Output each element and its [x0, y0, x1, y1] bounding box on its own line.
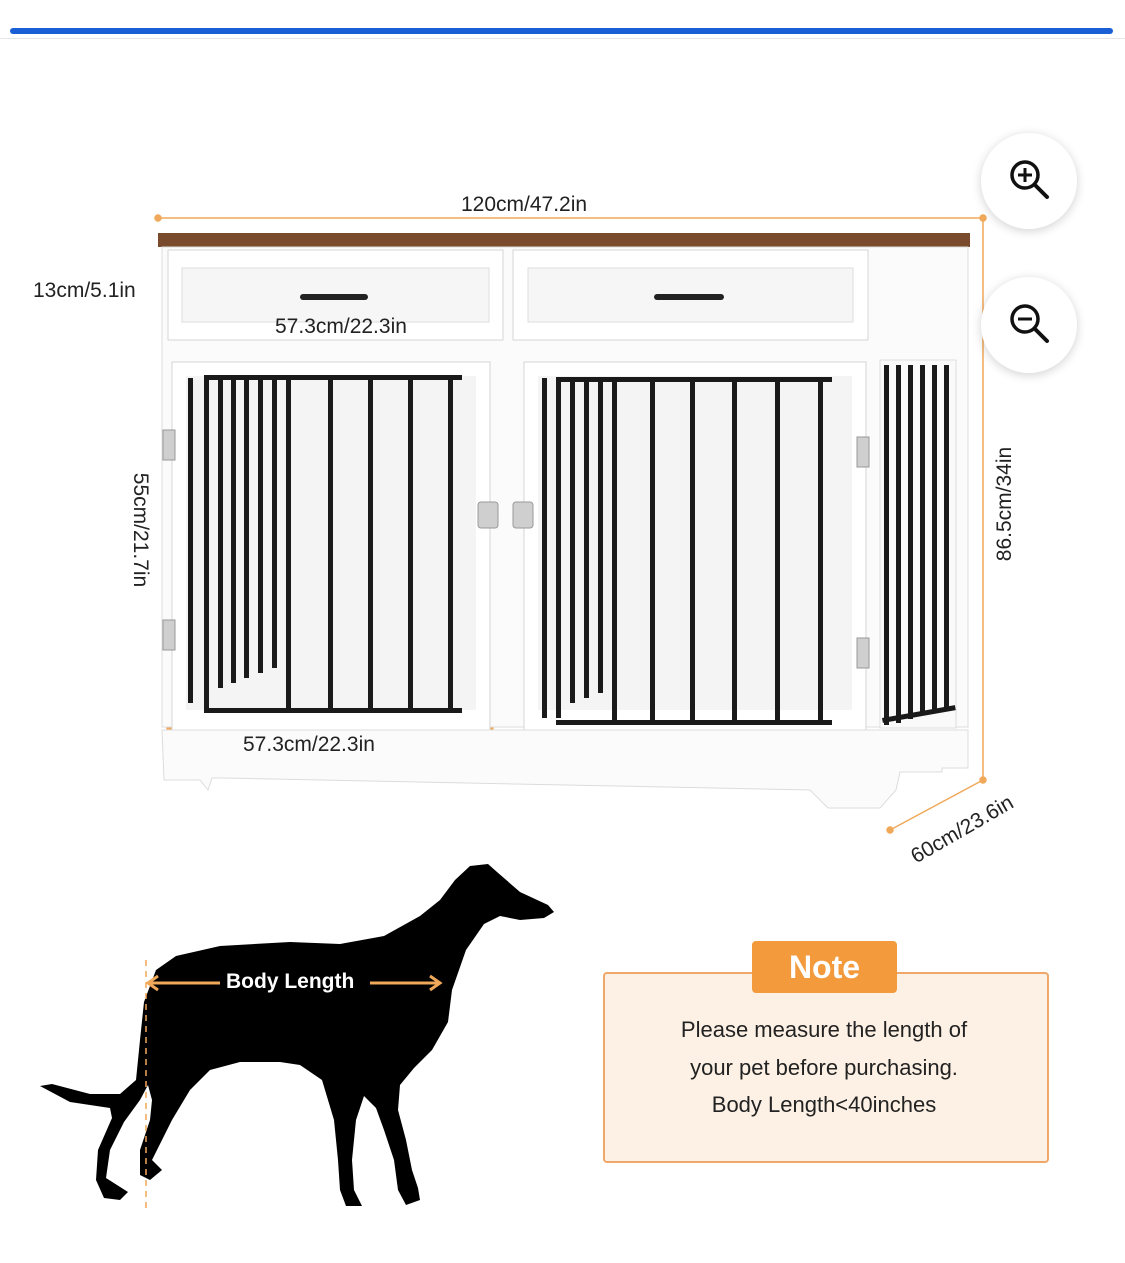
note-line-3: Body Length<40inches	[711, 1092, 937, 1117]
zoom-out-icon	[1006, 300, 1052, 351]
drawer-handle	[300, 294, 368, 300]
door-height-label: 55cm/21.7in	[129, 472, 152, 588]
zoom-in-button[interactable]	[981, 133, 1077, 229]
total-height-label: 86.5cm/34in	[993, 446, 1016, 562]
left-door-bars	[188, 375, 462, 713]
drawer-width-label: 57.3cm/22.3in	[275, 315, 407, 338]
zoom-out-button[interactable]	[981, 277, 1077, 373]
right-door-bars	[542, 377, 832, 725]
drawer-height-label: 13cm/5.1in	[33, 279, 136, 302]
note-line-1: Please measure the length of	[680, 1017, 968, 1042]
side-bars	[881, 365, 956, 725]
note-line-2: your pet before purchasing.	[690, 1055, 958, 1080]
dog-silhouette	[40, 864, 554, 1206]
door-width-label: 57.3cm/22.3in	[243, 733, 375, 756]
width-label: 120cm/47.2in	[461, 193, 588, 216]
note-title: Note	[752, 941, 897, 993]
divider	[0, 38, 1125, 39]
body-length-arrow	[145, 960, 443, 1210]
progress-bar	[10, 28, 1113, 34]
zoom-in-icon	[1006, 156, 1052, 207]
note-box	[603, 972, 1049, 1163]
hinges	[162, 429, 870, 669]
body-length-label: Body Length	[222, 970, 359, 994]
drawer-handle	[654, 294, 724, 300]
wood-top	[158, 233, 970, 247]
